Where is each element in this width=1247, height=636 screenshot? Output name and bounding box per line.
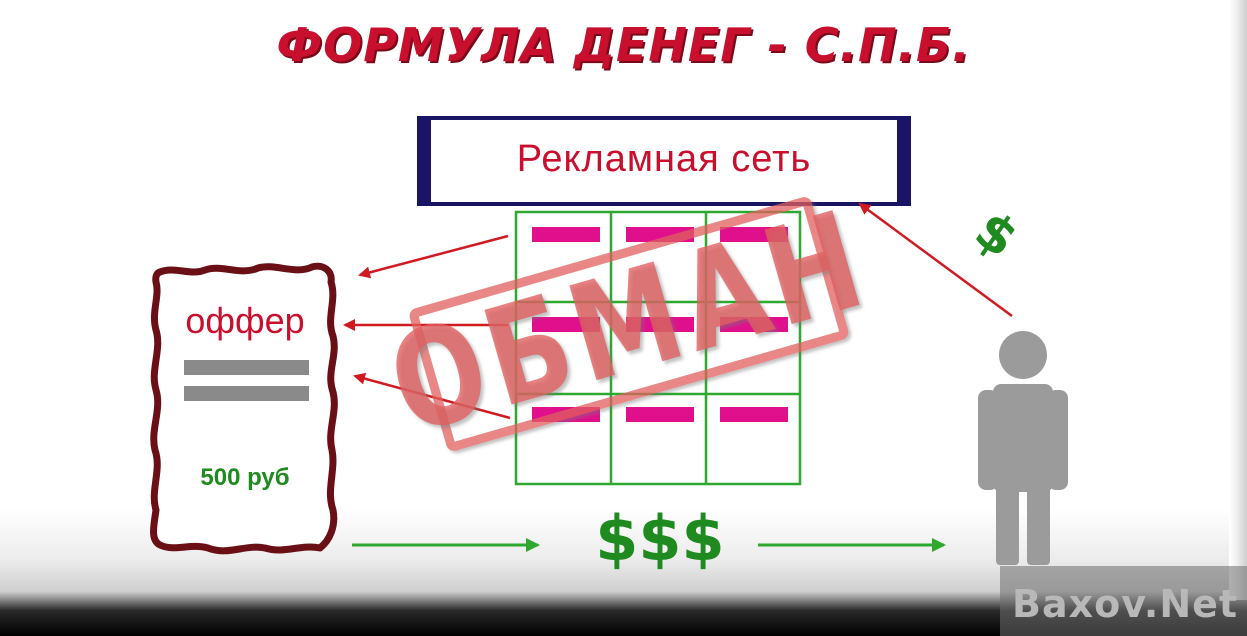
ad-block xyxy=(720,227,788,242)
watermark-box xyxy=(1000,566,1247,636)
ad-block xyxy=(626,317,694,332)
arrow-icon xyxy=(358,234,509,279)
ad-network-box: Рекламная сеть xyxy=(417,116,911,206)
watermark: Baxov.Net xyxy=(1012,582,1239,626)
ad-block xyxy=(532,407,600,422)
page-title: ФОРМУЛА ДЕНЕГ - С.П.Б. xyxy=(276,18,971,72)
ad-block xyxy=(626,407,694,422)
arrow-icon xyxy=(353,372,511,420)
offer-line xyxy=(184,360,309,375)
ad-network-label: Рекламная сеть xyxy=(516,138,812,180)
ad-blocks xyxy=(532,227,788,422)
offer-label: оффер xyxy=(185,300,305,341)
arrow-icon xyxy=(858,202,1013,318)
ad-block xyxy=(532,317,600,332)
ad-block xyxy=(720,407,788,422)
offer-line xyxy=(184,386,309,401)
video-frame-edge xyxy=(1229,0,1247,600)
ad-block xyxy=(532,227,600,242)
offer-price: 500 руб xyxy=(200,464,290,491)
ad-block xyxy=(626,227,694,242)
person-icon xyxy=(978,331,1068,565)
ad-block xyxy=(720,317,788,332)
money-label: $$$ xyxy=(595,502,725,575)
ad-grid xyxy=(514,210,802,486)
offer-card xyxy=(150,262,338,555)
